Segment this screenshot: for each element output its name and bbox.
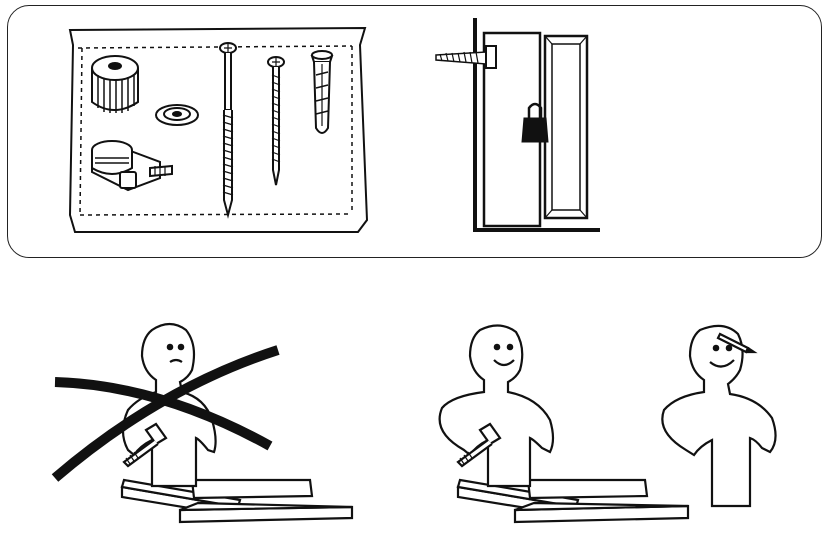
short-screw-icon <box>267 56 285 186</box>
crossed-out-mark <box>51 345 280 482</box>
padlock-icon <box>521 102 549 143</box>
hardware-bag <box>68 26 369 233</box>
wall-plug-icon <box>310 50 334 134</box>
wall-screw-icon <box>435 45 497 69</box>
wood-planks <box>456 478 690 524</box>
cam-lock-nut-icon <box>91 55 139 113</box>
cabinet-door-icon <box>543 34 589 220</box>
two-person-assembly <box>438 324 777 524</box>
person-left <box>438 324 555 488</box>
pencil-icon <box>716 332 758 354</box>
long-screw-icon <box>219 42 237 219</box>
person-right <box>661 324 777 508</box>
single-person-assembly <box>51 322 354 524</box>
hammer-icon <box>122 422 168 468</box>
hammer-icon <box>456 422 502 468</box>
washer-icon <box>155 104 199 126</box>
cam-bolt-fitting-icon <box>91 140 173 192</box>
